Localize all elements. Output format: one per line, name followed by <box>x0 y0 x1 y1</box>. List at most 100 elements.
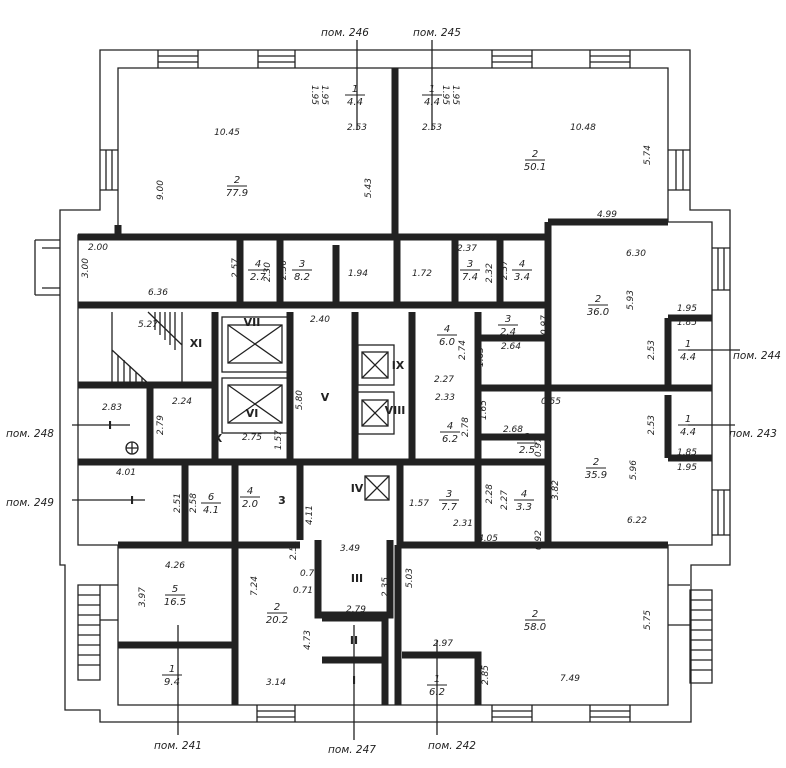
room-area: 4.4 <box>347 97 363 108</box>
zone-numeral: VIII <box>385 404 406 417</box>
unit-label: пом. 245 <box>413 27 461 39</box>
zone-numeral: 3 <box>278 494 286 507</box>
room-area: 7.4 <box>462 272 478 283</box>
room-number: 3 <box>505 314 511 325</box>
unit-label: пом. 248 <box>6 428 54 440</box>
zone-numeral: X <box>214 432 223 445</box>
room-number: 4 <box>444 324 450 335</box>
dimension-label: 3.00 <box>81 258 91 278</box>
room-area: 58.0 <box>524 622 546 633</box>
room-area: 4.4 <box>424 97 440 108</box>
room-area: 2.4 <box>500 327 516 338</box>
zone-numeral: VI <box>246 407 259 420</box>
room-number: 3 <box>467 259 473 270</box>
zone-numeral: IX <box>392 359 405 372</box>
room-area: 6.0 <box>439 337 455 348</box>
room-number: 4 <box>519 259 525 270</box>
dimension-label: 4.01 <box>116 468 136 478</box>
dimension-label: 2.75 <box>242 433 262 443</box>
room-number: 5 <box>172 584 178 595</box>
room-number: 6 <box>208 492 214 503</box>
room-number: 1 <box>685 414 691 425</box>
room-area: 6.2 <box>442 434 458 445</box>
dimension-label: 2.30 <box>263 262 273 282</box>
dimension-label: 2.85 <box>481 665 491 685</box>
dimension-label: 4.11 <box>305 505 315 525</box>
dimension-label: 2.53 <box>347 123 367 133</box>
room-area: 8.2 <box>294 272 310 283</box>
room-number: 3 <box>299 259 305 270</box>
unit-leader-lines <box>72 40 740 740</box>
dimension-label: 2.32 <box>485 263 495 283</box>
staircases <box>77 311 713 684</box>
room-number: 4 <box>247 486 253 497</box>
dimension-label: 0.97 <box>534 437 544 457</box>
dimension-label: 6.30 <box>626 249 646 259</box>
room-number: 1 <box>685 339 691 350</box>
dimension-label: 2.37 <box>500 260 510 280</box>
dimension-label: 2.36 <box>279 260 289 280</box>
dimension-label: 1.95 <box>309 85 319 105</box>
dimension-label: 7.49 <box>560 674 580 684</box>
dimension-label: 1.85 <box>677 318 697 328</box>
dimension-label: 4.99 <box>597 210 617 220</box>
room-number: 2 <box>274 602 280 613</box>
room-area: 4.1 <box>203 505 219 516</box>
dimension-label: 5.96 <box>629 460 639 480</box>
dimension-label: 2.35 <box>381 577 391 597</box>
dimension-label: 5.93 <box>626 290 636 310</box>
unit-label: пом. 243 <box>729 428 777 440</box>
dimension-label: 2.57 <box>231 258 241 278</box>
room-area: 2.7 <box>250 272 267 283</box>
unit-label: пом. 241 <box>154 740 202 752</box>
dimension-label: 2.79 <box>346 605 366 615</box>
unit-label: пом. 249 <box>6 497 54 509</box>
room-area: 7.7 <box>441 502 458 513</box>
dimension-label: 2.53 <box>422 123 442 133</box>
room-number: 1 <box>429 84 435 95</box>
dimension-label: 1.57 <box>409 499 429 509</box>
dimension-label: 1.94 <box>348 269 368 279</box>
room-area: 3.4 <box>514 272 530 283</box>
room-number: 1 <box>434 674 440 685</box>
dimension-label: 3.49 <box>340 544 360 554</box>
room-area: 6.2 <box>429 687 445 698</box>
room-area: 4.4 <box>680 352 696 363</box>
zone-numeral: I <box>352 674 356 687</box>
dimension-label: 9.00 <box>156 180 166 200</box>
room-area: 77.9 <box>226 188 248 199</box>
dimension-label: 4.26 <box>165 561 185 571</box>
dimension-label: 5.43 <box>364 178 374 198</box>
zone-numeral: VII <box>244 316 261 329</box>
dimension-label: 3.82 <box>551 480 561 500</box>
room-area: 35.9 <box>585 470 607 481</box>
room-area: 36.0 <box>587 307 609 318</box>
zone-numeral: V <box>321 391 330 404</box>
dimension-label: 1.95 <box>440 85 450 105</box>
dimension-label: 1.95 <box>677 463 697 473</box>
room-area: 20.2 <box>266 615 288 626</box>
dimension-label: 2.51 <box>289 540 299 560</box>
dimension-label: 0.71 <box>293 586 313 596</box>
room-number: 2 <box>593 457 599 468</box>
dimension-label: 7.24 <box>250 576 260 596</box>
dimension-label: 0.97 <box>540 315 550 335</box>
dimension-label: 2.31 <box>453 519 473 529</box>
dimension-label: 0.71 <box>300 569 320 579</box>
room-area: 4.4 <box>680 427 696 438</box>
dimension-label: 5.03 <box>405 568 415 588</box>
dimension-label: 2.83 <box>102 403 122 413</box>
room-number: 4 <box>447 421 453 432</box>
dimension-label: 5.74 <box>643 145 653 165</box>
room-number: 1 <box>352 84 358 95</box>
room-area: 9.4 <box>164 677 180 688</box>
dimension-label: 5.75 <box>643 610 653 630</box>
zone-numeral: XI <box>190 337 203 350</box>
room-number: 2 <box>532 149 538 160</box>
dimension-label: 10.48 <box>570 123 596 133</box>
dimension-label: 2.51 <box>173 493 183 513</box>
dimension-label: 2.68 <box>503 425 523 435</box>
dimension-label: 2.40 <box>310 315 330 325</box>
elevator-shafts <box>221 316 395 501</box>
